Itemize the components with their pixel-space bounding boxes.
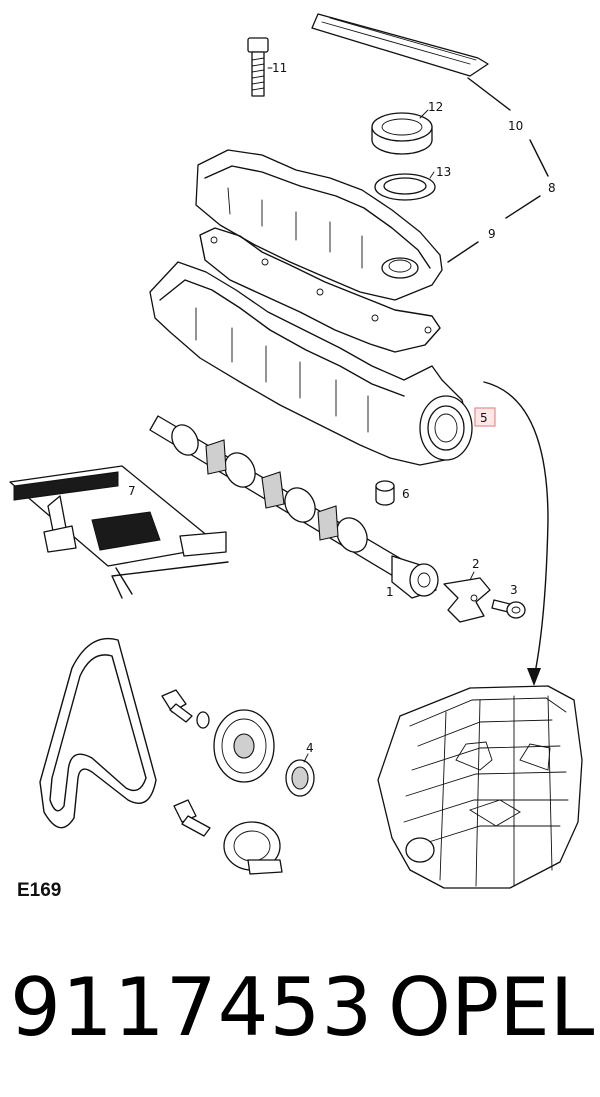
cover-gasket-part [199, 227, 441, 353]
callout-13: 13 [436, 165, 451, 179]
camshaft-housing-part [149, 261, 473, 466]
bolt-part [247, 37, 269, 97]
sealant-kit-part [9, 465, 229, 599]
callout-11: 11 [272, 61, 287, 75]
camshaft-gear-part [213, 709, 275, 783]
shaft-seal-part [285, 759, 315, 797]
callout-1: 1 [386, 585, 394, 599]
screw-part [491, 599, 526, 619]
oil-filler-cap-part [371, 112, 433, 155]
diagram-code-label: E169 [17, 880, 62, 901]
callout-3: 3 [510, 583, 518, 597]
camshaft-part [149, 415, 439, 599]
brand-name: OPEL [388, 961, 595, 1054]
bolt-washer-part [161, 689, 210, 729]
leader-lines [267, 67, 549, 763]
callout-10: 10 [508, 119, 523, 133]
callout-12: 12 [428, 100, 443, 114]
callout-5-highlight [474, 407, 496, 427]
callout-5: 5 [480, 411, 488, 425]
camshaft-cover-part [195, 149, 443, 301]
sleeve-part [375, 480, 395, 506]
retaining-plate-part [443, 577, 491, 623]
crankshaft-pulley-part [223, 821, 283, 875]
callout-9: 9 [488, 227, 496, 241]
exploded-parts-diagram: 11 12 10 8 13 9 5 6 7 2 3 1 4 [9, 13, 583, 889]
lower-bolt-part [173, 799, 211, 837]
callout-4: 4 [306, 741, 314, 755]
callout-8: 8 [548, 181, 556, 195]
part-number: 9117453 [10, 961, 374, 1054]
engine-assembly-part [377, 685, 583, 889]
callout-2: 2 [472, 557, 480, 571]
cover-strip-part [311, 13, 489, 77]
callout-7: 7 [128, 484, 136, 498]
seal-ring-part [374, 173, 436, 201]
callout-6: 6 [402, 487, 410, 501]
timing-belt-part [39, 637, 157, 829]
